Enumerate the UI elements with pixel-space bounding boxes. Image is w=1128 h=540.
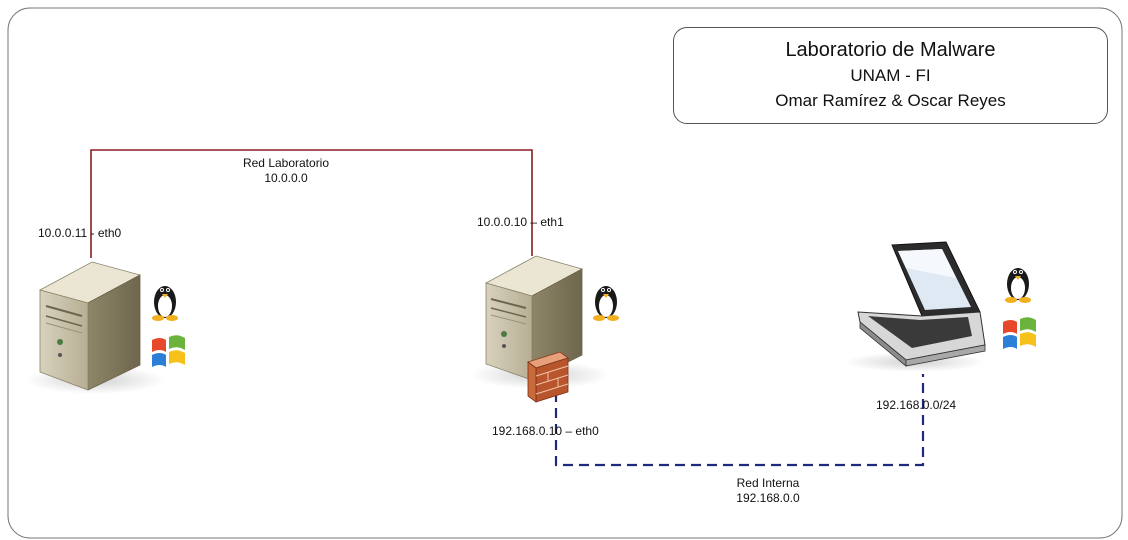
windows-flag-icon [1003, 317, 1036, 349]
linux-tux-icon [152, 286, 178, 321]
linux-tux-icon [1005, 268, 1031, 303]
title-box: Laboratorio de Malware UNAM - FI Omar Ra… [673, 27, 1108, 124]
lab-network-name: Red Laboratorio [242, 156, 330, 170]
internal-network-label: Red Interna 192.168.0.0 [704, 476, 832, 506]
title-lab-name: Laboratorio de Malware [785, 39, 996, 61]
internal-network-link [554, 374, 925, 467]
gateway-eth1-ip-label: 10.0.0.10 – eth1 [477, 215, 564, 229]
lab-network-address: 10.0.0.0 [264, 171, 308, 185]
diagram-frame [7, 7, 1123, 539]
title-authors: Omar Ramírez & Oscar Reyes [775, 91, 1006, 110]
firewall-icon [527, 351, 569, 403]
title-institution: UNAM - FI [850, 66, 931, 85]
lab-network-label: Red Laboratorio 10.0.0.0 [222, 156, 350, 186]
server-left-ip-label: 10.0.0.11 - eth0 [38, 226, 122, 240]
windows-flag-icon [152, 335, 185, 367]
internal-network-name: Red Interna [736, 476, 800, 490]
internal-network-address: 192.168.0.0 [736, 491, 800, 505]
server-gateway-icon [470, 255, 610, 389]
server-left-icon [25, 261, 165, 394]
gateway-eth0-ip-label: 192.168.0.10 – eth0 [492, 424, 599, 438]
linux-tux-icon [593, 286, 619, 321]
laptop-icon [845, 241, 986, 372]
lab-network-link [90, 149, 533, 258]
laptop-ip-label: 192.168.0.0/24 [876, 398, 957, 412]
